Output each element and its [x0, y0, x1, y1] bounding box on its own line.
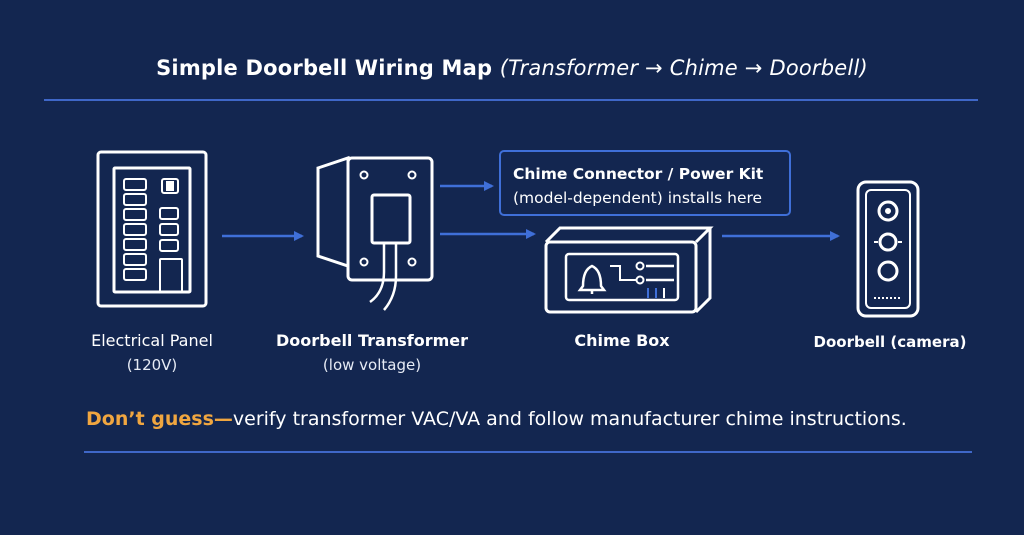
electrical-panel-voltage: (120V): [126, 356, 178, 374]
callout-title: Chime Connector / Power Kit: [513, 165, 764, 183]
chime-box-name: Chime Box: [574, 331, 670, 350]
transformer-name: Doorbell Transformer: [275, 331, 468, 350]
electrical-panel-name: Electrical Panel: [91, 331, 213, 350]
doorbell-label: Doorbell (camera): [805, 333, 975, 351]
doorbell-icon: [856, 180, 920, 318]
warning-note: Don’t guess—verify transformer VAC/VA an…: [86, 408, 907, 430]
electrical-panel-label: Electrical Panel (120V): [62, 331, 242, 374]
callout-note: (model-dependent) installs here: [513, 189, 763, 207]
flow-arrows: [222, 181, 840, 241]
chime-box-icon: [544, 226, 714, 314]
warning-text: verify transformer VAC/VA and follow man…: [232, 408, 907, 430]
title-main: Simple Doorbell Wiring Map: [156, 56, 493, 80]
title-subtitle: (Transformer → Chime → Doorbell): [499, 56, 868, 80]
transformer-voltage: (low voltage): [322, 356, 422, 374]
doorbell-name: Doorbell (camera): [813, 333, 967, 351]
electrical-panel-icon: [96, 150, 208, 308]
top-divider: [44, 99, 978, 101]
warning-accent: Don’t guess—: [86, 408, 233, 430]
bottom-divider: [84, 451, 972, 453]
transformer-label: Doorbell Transformer (low voltage): [262, 331, 482, 374]
transformer-icon: [316, 155, 434, 311]
diagram-title: Simple Doorbell Wiring Map (Transformer …: [0, 56, 1024, 80]
chime-box-label: Chime Box: [542, 331, 702, 350]
power-kit-callout: Chime Connector / Power Kit (model-depen…: [499, 150, 791, 216]
